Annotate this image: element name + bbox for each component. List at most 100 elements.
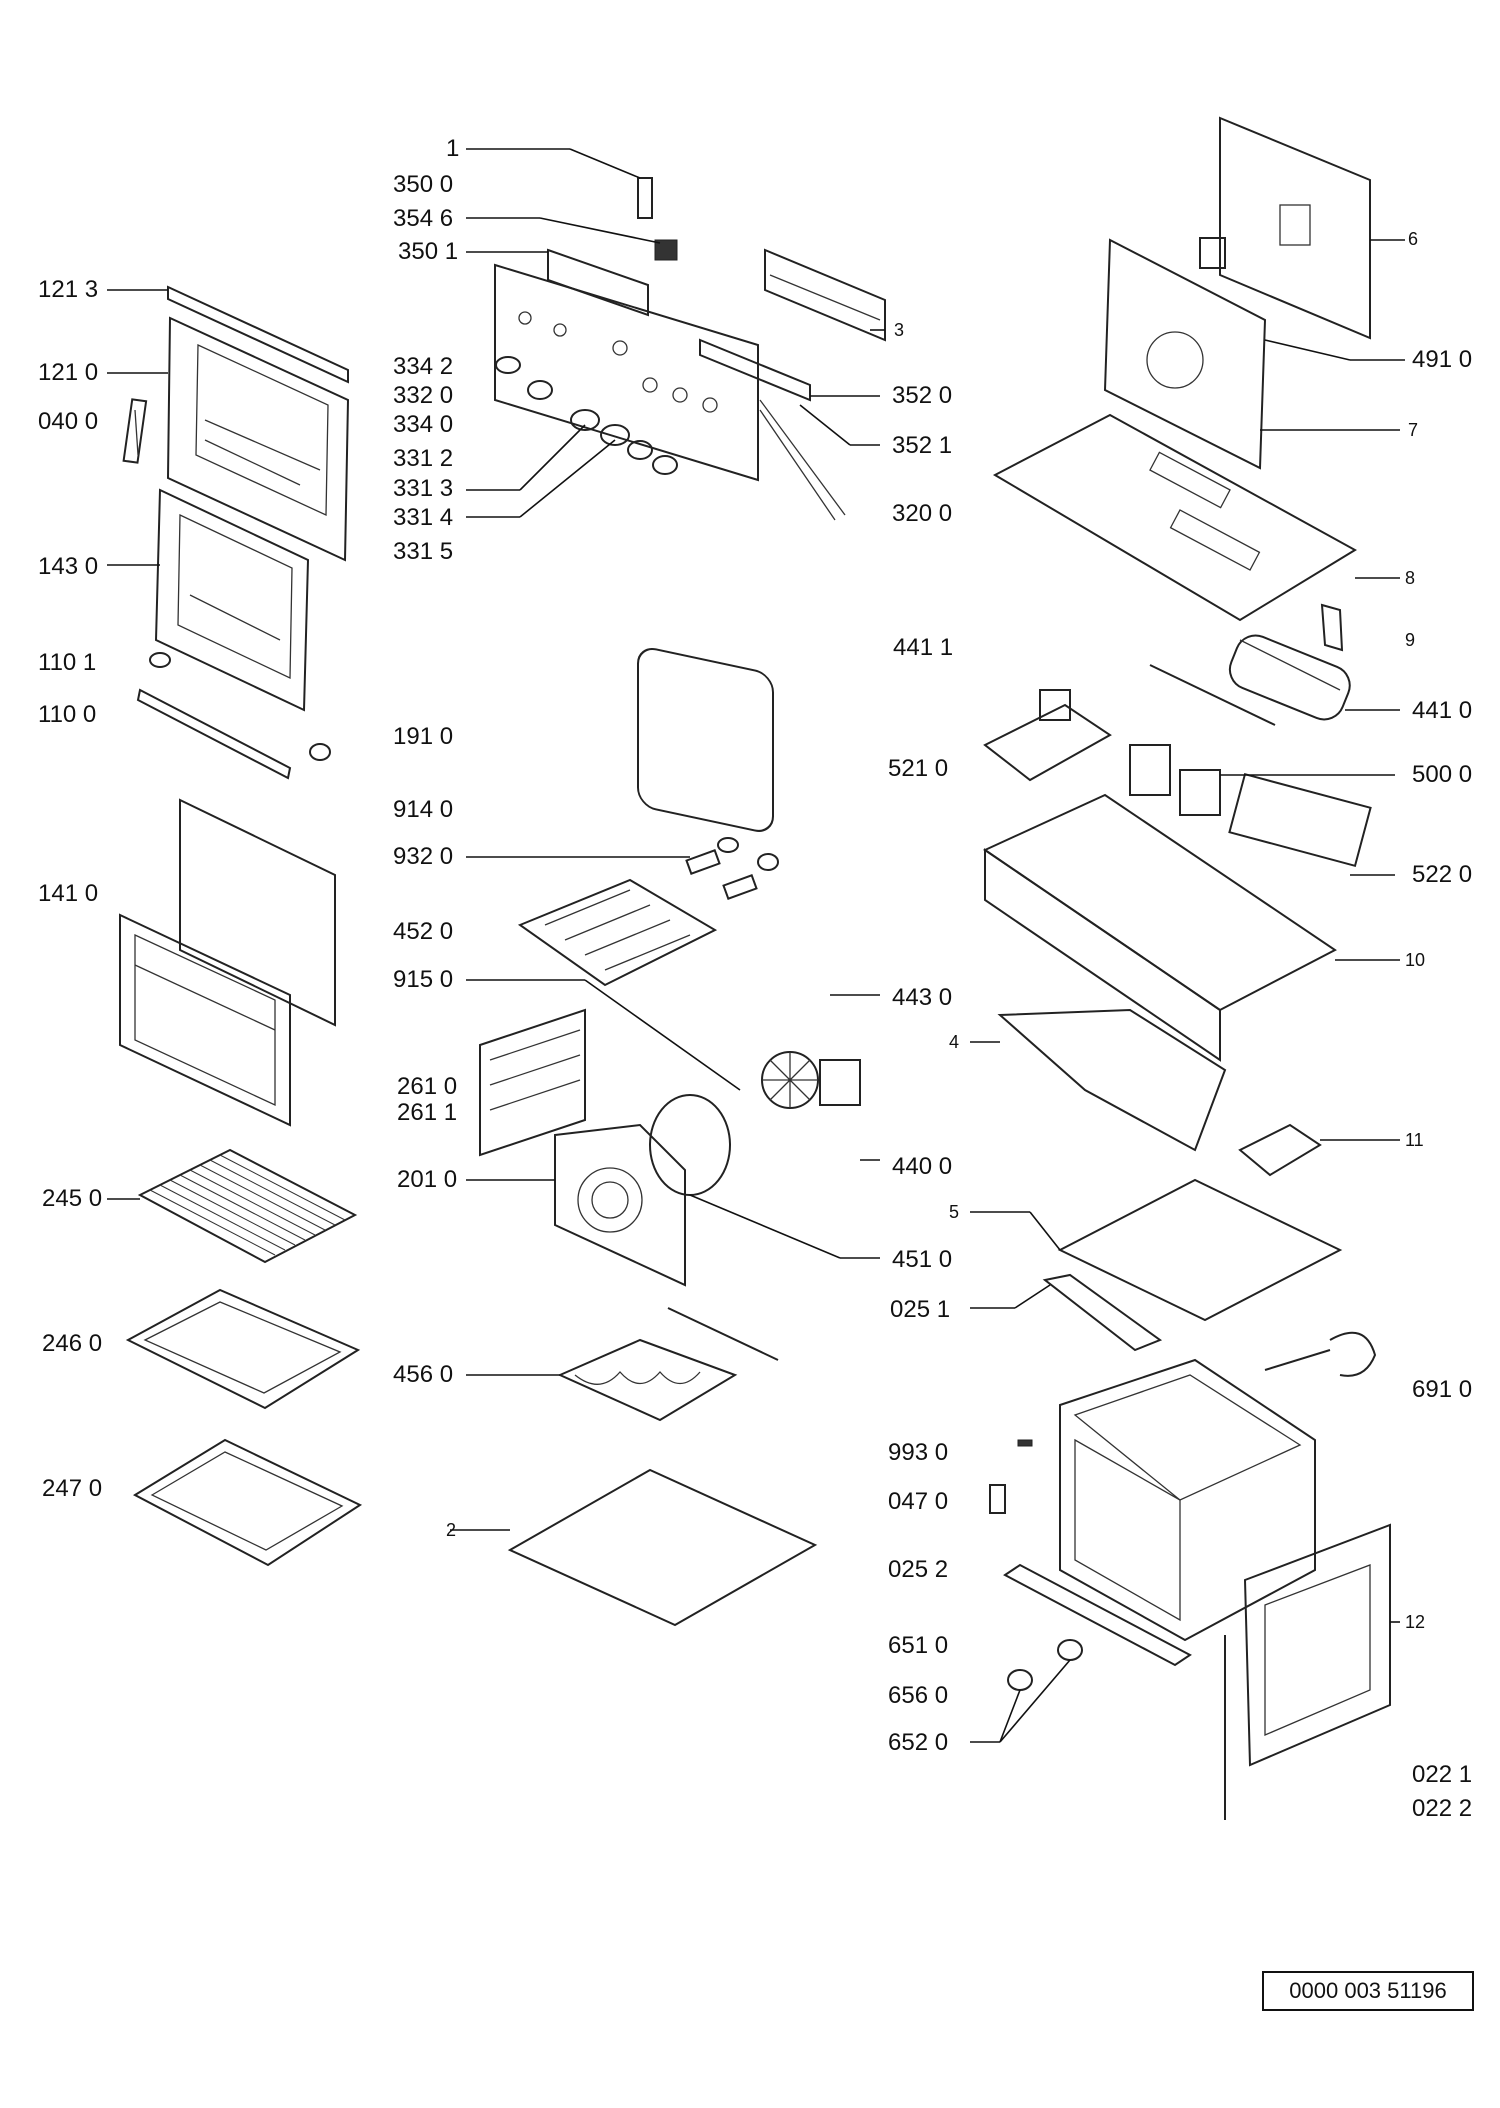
hinge-parts-9930-0470 (989, 1439, 1033, 1514)
bottom-heater-part-4560 (557, 1307, 779, 1422)
label-350-1: 350 1 (398, 238, 459, 265)
label-022-1: 022 1 (1412, 1761, 1473, 1788)
label-11: 11 (1405, 1130, 1424, 1150)
fan-motor-part-4430-4400 (761, 1051, 861, 1109)
label-331-3: 331 3 (393, 475, 454, 502)
label-047-0: 047 0 (888, 1488, 949, 1515)
door-assembly-part-1210 (166, 316, 350, 562)
label-441-1: 441 1 (893, 634, 954, 661)
label-025-1: 025 1 (890, 1296, 951, 1323)
label-7: 7 (1408, 420, 1419, 440)
baking-tray-part-2460 (125, 1288, 361, 1410)
label-440-0: 440 0 (892, 1153, 953, 1180)
label-334-0: 334 0 (393, 411, 454, 438)
label-121-3: 121 3 (38, 276, 99, 303)
label-110-0: 110 0 (38, 701, 97, 728)
oven-cavity-part (1059, 1358, 1316, 1642)
label-491-0: 491 0 (1412, 346, 1473, 373)
label-443-0: 443 0 (892, 984, 953, 1011)
label-452-0: 452 0 (393, 918, 454, 945)
label-656-0: 656 0 (888, 1682, 949, 1709)
door-frame-part-1213 (167, 285, 349, 384)
label-352-1: 352 1 (892, 432, 953, 459)
label-247-0: 247 0 (42, 1475, 103, 1502)
label-025-2: 025 2 (888, 1556, 949, 1583)
label-1: 1 (446, 135, 460, 162)
door-handle-part-0400 (122, 398, 148, 464)
knobs-parts-331-334 (495, 356, 678, 475)
label-8: 8 (1405, 568, 1416, 588)
label-110-1: 110 1 (38, 649, 97, 676)
top-heater-part-4520 (517, 878, 718, 987)
label-191-0: 191 0 (393, 723, 454, 750)
label-932-0: 932 0 (393, 843, 454, 870)
inner-door-glass-part-1430 (154, 488, 310, 712)
label-334-2: 334 2 (393, 353, 454, 380)
outer-glass-part-1410 (119, 798, 336, 1127)
bracket-part-11 (1238, 1123, 1322, 1177)
light-glass-part-1910 (637, 648, 774, 832)
switch-parts-3500-3546 (547, 177, 678, 317)
label-500-0: 500 0 (1412, 761, 1473, 788)
label-915-0: 915 0 (393, 966, 454, 993)
label-521-0: 521 0 (888, 755, 949, 782)
rail-part-0251 (1003, 1563, 1192, 1667)
label-4: 4 (949, 1032, 960, 1052)
fan-cover-part-2010 (554, 1123, 686, 1287)
label-914-0: 914 0 (393, 796, 454, 823)
label-9: 9 (1405, 630, 1416, 650)
leader-lines (107, 148, 1405, 1743)
relay-module-part-5000 (1129, 744, 1221, 816)
label-6: 6 (1408, 229, 1419, 249)
label-12: 12 (1405, 1612, 1426, 1632)
label-143-0: 143 0 (38, 553, 99, 580)
label-245-0: 245 0 (42, 1185, 103, 1212)
label-331-4: 331 4 (393, 504, 454, 531)
label-320-0: 320 0 (892, 500, 953, 527)
label-261-0: 261 0 (397, 1073, 458, 1100)
fan-ring-part-4510 (649, 1094, 731, 1196)
label-331-5: 331 5 (393, 538, 454, 565)
label-2: 2 (446, 1520, 457, 1540)
terminal-block-part-5220 (1228, 772, 1372, 868)
label-261-1: 261 1 (397, 1099, 458, 1126)
electronics-tray-part-10 (982, 793, 1337, 1062)
lamp-parts-9140-9320 (685, 837, 779, 900)
label-522-0: 522 0 (1412, 861, 1473, 888)
hinge-parts-1101-1100 (136, 652, 331, 780)
label-040-0: 040 0 (38, 408, 99, 435)
label-332-0: 332 0 (393, 382, 454, 409)
label-993-0: 993 0 (888, 1439, 949, 1466)
label-354-6: 354 6 (393, 205, 454, 232)
label-456-0: 456 0 (393, 1361, 454, 1388)
back-wall-part-7 (1103, 237, 1267, 470)
label-691-0: 691 0 (1412, 1376, 1473, 1403)
label-352-0: 352 0 (892, 382, 953, 409)
bottom-panel-part-2 (507, 1468, 818, 1627)
side-rails-part-2610 (479, 1008, 586, 1157)
trim-strip-part-3520 (699, 338, 811, 402)
label-651-0: 651 0 (888, 1632, 949, 1659)
top-cover-part-8 (992, 413, 1357, 622)
control-panel-part-3200 (494, 263, 846, 521)
label-3: 3 (894, 320, 905, 340)
label-246-0: 246 0 (42, 1330, 103, 1357)
label-441-0: 441 0 (1412, 697, 1473, 724)
thermostat-part-6910 (1264, 1331, 1377, 1377)
label-141-0: 141 0 (38, 880, 99, 907)
front-frame-part-12 (1224, 1523, 1391, 1820)
lamp-holder-parts-651-656-652 (1007, 1639, 1083, 1691)
control-board-part-3 (764, 248, 886, 342)
cooling-fan-part-4410 (1149, 634, 1351, 726)
label-451-0: 451 0 (892, 1246, 953, 1273)
rear-panel-part-6 (1219, 116, 1371, 340)
label-201-0: 201 0 (397, 1166, 458, 1193)
label-652-0: 652 0 (888, 1729, 949, 1756)
label-10: 10 (1405, 950, 1426, 970)
document-id-box: 0000 003 51196 (1262, 1971, 1474, 2011)
electronic-module-part-5210 (983, 689, 1112, 782)
label-331-2: 331 2 (393, 445, 454, 472)
label-5: 5 (949, 1202, 960, 1222)
heat-shield-part-4 (997, 1008, 1227, 1152)
